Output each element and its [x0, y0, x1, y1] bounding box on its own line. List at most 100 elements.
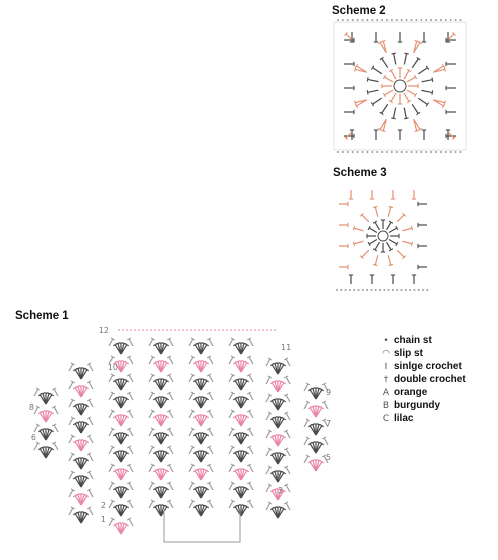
- stitch-top-bar: [431, 77, 434, 82]
- stitch-top-bar: [166, 391, 172, 395]
- chain-dot: [346, 151, 349, 153]
- stitch-mark: [411, 58, 419, 69]
- stitch-mark: [168, 410, 174, 419]
- stitch-top-bar: [70, 506, 76, 510]
- stitch-top-bar: [150, 391, 156, 395]
- stitch-mark: [285, 394, 291, 403]
- chain-dot: [376, 151, 379, 153]
- stitch-mark: [200, 452, 208, 463]
- chain-dot: [435, 151, 437, 153]
- stitch-top-bar: [86, 380, 92, 384]
- stitch-top-bar: [84, 512, 89, 516]
- stitch-top-bar: [190, 355, 196, 359]
- stitch-top-bar: [124, 469, 129, 473]
- chain-dot: [413, 289, 416, 291]
- stitch-mark: [33, 424, 39, 433]
- stitch-top-bar: [35, 405, 41, 409]
- chain-dot: [336, 289, 338, 291]
- stitch-mark: [68, 399, 74, 408]
- stitch-top-bar: [190, 391, 196, 395]
- stitch-mark: [148, 392, 154, 401]
- stitch-mark: [323, 401, 329, 410]
- stitch-top-bar: [281, 417, 286, 421]
- stitch-top-bar: [414, 129, 419, 132]
- stitch-top-bar: [190, 463, 196, 467]
- stitch-mark: [248, 428, 254, 437]
- row-number: 7: [326, 419, 331, 428]
- stitch-mark: [323, 419, 329, 428]
- stitch-mark: [108, 500, 114, 509]
- chain-dot: [376, 19, 379, 21]
- stitch-top-bar: [354, 100, 357, 105]
- stitch-mark: [248, 374, 254, 383]
- stitch-top-bar: [395, 241, 399, 247]
- stitch-mark: [108, 518, 114, 527]
- bottom-chain-bracket: [163, 510, 241, 543]
- stitch-top-bar: [244, 379, 249, 383]
- chain-dot: [459, 151, 462, 153]
- stitch-mark: [53, 424, 59, 433]
- stitch-top-bar: [283, 429, 289, 433]
- stitch-top-bar: [164, 343, 169, 347]
- stitch-mark: [128, 446, 134, 455]
- stitch-mark: [168, 374, 174, 383]
- chain-dot: [395, 19, 398, 21]
- stitch-mark: [265, 376, 271, 385]
- stitch-mark: [277, 472, 285, 483]
- stitch-mark: [45, 394, 53, 405]
- stitch-mark: [128, 518, 134, 527]
- stitch-mark: [403, 107, 407, 119]
- stitch-mark: [45, 430, 53, 441]
- stitch-top-bar: [305, 436, 311, 440]
- stitch-top-bar: [110, 427, 116, 431]
- stitch-mark: [361, 249, 370, 258]
- stitch-top-bar: [70, 380, 76, 384]
- stitch-top-bar: [204, 433, 209, 437]
- stitch-mark: [228, 374, 234, 383]
- lilac-color-icon: C: [382, 413, 390, 424]
- stitch-top-bar: [416, 111, 421, 116]
- stitch-mark: [367, 89, 379, 93]
- stitch-mark: [372, 67, 383, 75]
- stitch-mark: [390, 92, 397, 102]
- stitch-mark: [240, 506, 248, 517]
- stitch-mark: [68, 363, 74, 372]
- row-number: 5: [326, 453, 331, 462]
- stitch-top-bar: [244, 415, 249, 419]
- stitch-top-bar: [124, 433, 129, 437]
- stitch-top-bar: [267, 483, 273, 487]
- stitch-mark: [265, 412, 271, 421]
- row-number: 11: [281, 343, 291, 352]
- stitch-mark: [406, 89, 416, 96]
- stitch-mark: [447, 132, 455, 139]
- stitch-top-bar: [206, 337, 212, 341]
- stitch-mark: [265, 394, 271, 403]
- chain-dot: [337, 19, 339, 21]
- stitch-top-bar: [281, 399, 286, 403]
- stitch-top-bar: [267, 393, 273, 397]
- chain-dot: [420, 19, 423, 21]
- stitch-mark: [188, 446, 194, 455]
- stitch-mark: [148, 500, 154, 509]
- stitch-top-bar: [204, 379, 209, 383]
- chain-dot: [425, 19, 428, 21]
- stitch-top-bar: [164, 397, 169, 401]
- stitch-top-bar: [425, 102, 430, 107]
- stitch-top-bar: [126, 427, 132, 431]
- stitch-top-bar: [267, 429, 273, 433]
- stitch-mark: [381, 58, 389, 68]
- stitch-mark: [120, 506, 128, 517]
- stitch-mark: [277, 364, 285, 375]
- stitch-top-bar: [230, 427, 236, 431]
- chain-dot: [395, 151, 398, 153]
- legend-item: †double crochet: [380, 373, 466, 386]
- chain-dot: [400, 151, 403, 153]
- stitch-top-bar: [283, 411, 289, 415]
- chain-dot: [400, 19, 403, 21]
- stitch-top-bar: [84, 476, 89, 480]
- stitch-mark: [188, 338, 194, 347]
- stitch-mark: [248, 392, 254, 401]
- double-crochet-icon: †: [383, 374, 389, 385]
- stitch-top-bar: [246, 337, 252, 341]
- stitch-mark: [411, 104, 419, 114]
